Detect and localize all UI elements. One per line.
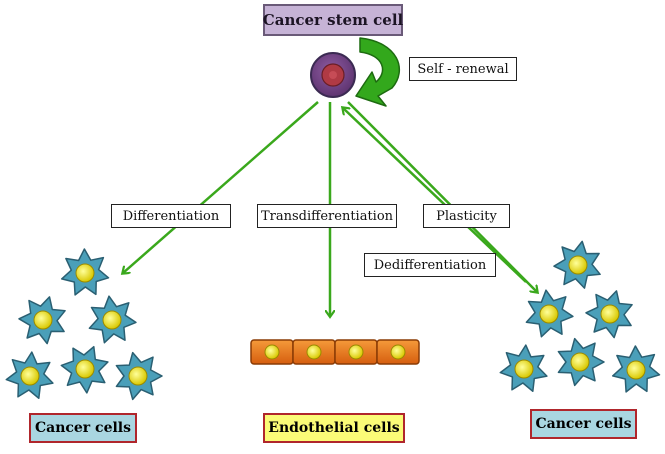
self-renewal-arrow [355,37,401,107]
endothelial-cells-caption: Endothelial cells [263,413,405,443]
dedifferentiation-label: Dedifferentiation [364,253,496,277]
cancer-cell-icon [88,295,137,344]
cancer-cell-icon [611,345,661,393]
cancer-cell-icon [60,248,110,296]
self-renewal-label: Self - renewal [409,57,517,81]
cancer-cell-icon [60,345,109,394]
cancer-cell-icon [18,296,66,345]
differentiation-arrow [123,101,319,273]
cancer-cell-icon [499,344,548,393]
cancer-cell-icon [585,290,633,339]
cancer-cell-icon [115,351,163,401]
endothelial-cell-icon [292,339,336,365]
cancer-cell-icon [557,337,605,387]
cancer-cells-right-group [499,240,661,393]
stem-cell-icon [310,52,356,98]
differentiation-label: Differentiation [111,204,231,228]
transdifferentiation-label: Transdifferentiation [257,204,397,228]
plasticity-label: Plasticity [423,204,510,228]
endothelial-cell-icon [250,339,294,365]
cancer-cell-icon [5,351,54,400]
cancer-cell-icon [553,240,601,289]
endothelial-cell-icon [376,339,420,365]
endothelial-cells-group [250,339,420,365]
cancer-cells-left-group [5,248,163,401]
plasticity-arrow [347,101,537,292]
cancer-stem-cell-title: Cancer stem cell [263,4,403,36]
cancer-cells-left-caption: Cancer cells [29,413,137,443]
cancer-cell-icon [525,289,574,338]
cancer-cells-right-caption: Cancer cells [530,409,637,439]
endothelial-cell-icon [334,339,378,365]
